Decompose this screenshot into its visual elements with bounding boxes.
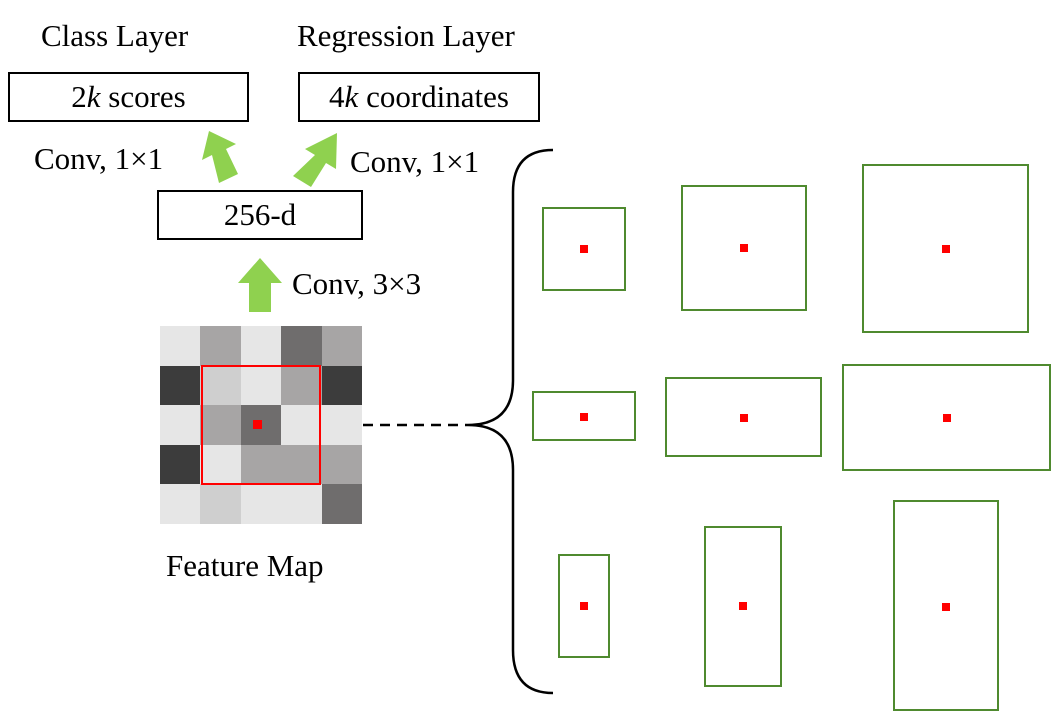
feature-map-cell [321,484,362,524]
anchor-box-large-wide [842,364,1051,471]
feature-map-label: Feature Map [166,548,324,583]
feature-map-cell [321,405,362,445]
feature-map-cell [240,444,282,485]
regression-layer-title: Regression Layer [297,18,515,53]
intermediate-256d-box: 256-d [157,190,363,240]
feature-map-cell [200,405,241,445]
feature-map-cell [281,326,322,366]
feature-map-cell [160,365,201,406]
anchor-box-large-square [862,164,1029,333]
feature-map-cell [160,326,201,366]
feature-map-cell [281,484,322,524]
feature-map-cell [200,444,241,485]
anchor-brace [467,148,554,695]
class-conv-label: Conv, 1×1 [34,141,164,176]
feature-map-cell [160,484,201,524]
anchor-center-dot [580,245,588,253]
feature-map-cell [240,484,282,524]
anchor-center-dot [740,244,748,252]
class-layer-title: Class Layer [41,18,189,53]
anchor-center-dot [580,602,588,610]
anchor-box-small-square [542,207,626,291]
anchor-center-dot [580,413,588,421]
anchor-box-medium-square [681,185,807,311]
anchor-box-medium-tall [704,526,782,687]
regression-coordinates-suffix: coordinates [358,79,509,114]
anchor-box-large-tall [893,500,999,711]
class-arrow [202,131,238,183]
feature-map-cell [321,444,362,485]
class-scores-k: k [86,79,101,114]
feature-map-cell [200,365,241,406]
anchor-center-dot [942,603,950,611]
feature-map-cell [160,405,201,445]
anchor-center-dot [739,602,747,610]
regression-coordinates-prefix: 4 [329,79,345,114]
regression-conv-label: Conv, 1×1 [350,144,480,179]
class-scores-suffix: scores [100,79,186,114]
window-center-dot [253,420,262,429]
anchor-center-dot [740,414,748,422]
intermediate-conv-label: Conv, 3×3 [292,266,422,301]
conv3x3-arrow [238,258,282,312]
class-scores-prefix: 2 [71,79,87,114]
feature-map-cell [321,326,362,366]
regression-arrow [293,133,337,187]
feature-map-cell [160,444,201,485]
sliding-window [201,365,321,485]
feature-map-cell [200,326,241,366]
feature-map-grid [160,326,362,524]
anchor-box-small-tall [558,554,610,658]
feature-map-cell [240,326,282,366]
anchor-center-dot [943,414,951,422]
feature-map-cell [200,484,241,524]
feature-map-cell [321,365,362,406]
anchor-center-dot [942,245,950,253]
feature-map-cell [281,365,322,406]
feature-map-cell [240,365,282,406]
regression-coordinates-k: k [344,79,359,114]
feature-map-cell [281,444,322,485]
anchor-box-medium-wide [665,377,822,457]
anchor-box-small-wide [532,391,636,441]
feature-map-cell [281,405,322,445]
